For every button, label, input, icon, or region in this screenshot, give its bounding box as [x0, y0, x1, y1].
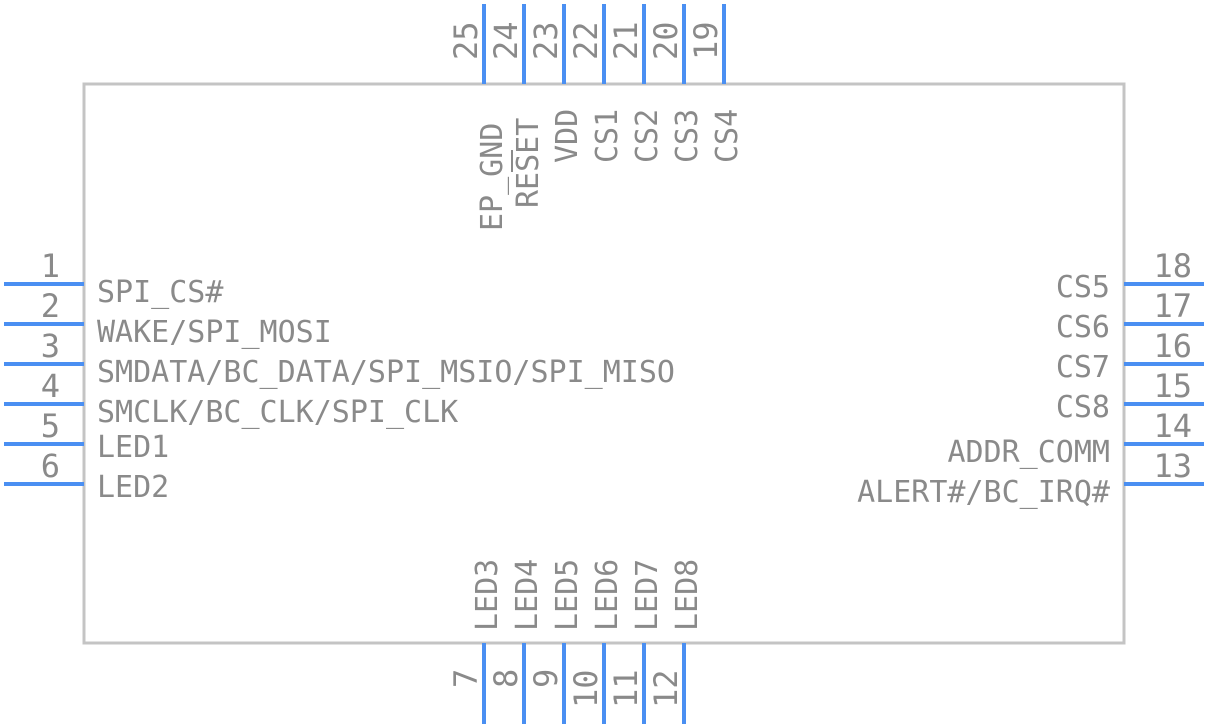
pin-15-number: 15 [1153, 367, 1192, 405]
pin-17-number: 17 [1153, 287, 1192, 325]
pin-15: 15 CS8 [1056, 367, 1204, 425]
pin-18: 18 CS5 [1056, 247, 1204, 305]
pin-24-number: 24 [487, 21, 525, 60]
pin-18-label: CS5 [1056, 270, 1110, 305]
pin-20-label: CS3 [670, 109, 705, 163]
pin-23: 23 VDD [527, 4, 585, 163]
pin-17-label: CS6 [1056, 310, 1110, 345]
bottom-pin-group: 7 LED3 8 LED4 9 LED5 10 LED6 11 LED7 12 … [447, 559, 705, 724]
pin-2: 2 WAKE/SPI_MOSI [4, 287, 332, 350]
pin-8-number: 8 [487, 669, 525, 688]
left-pin-group: 1 SPI_CS# 2 WAKE/SPI_MOSI 3 SMDATA/BC_DA… [4, 247, 675, 505]
pin-16: 16 CS7 [1056, 327, 1204, 385]
pin-23-number: 23 [527, 21, 565, 60]
pin-14-number: 14 [1153, 407, 1192, 445]
pin-6-number: 6 [41, 447, 60, 485]
pin-25: 25 EP_GND [447, 4, 510, 231]
pin-9-label: LED5 [550, 559, 585, 631]
pin-8-label: LED4 [510, 559, 545, 631]
pin-6: 6 LED2 [4, 447, 169, 505]
pin-12-label: LED8 [670, 559, 705, 631]
top-pin-group: 25 EP_GND 24 RESET 23 VDD 22 CS1 21 CS2 … [447, 4, 745, 231]
pin-19-label: CS4 [710, 109, 745, 163]
pin-2-label: WAKE/SPI_MOSI [97, 315, 332, 350]
pin-13-label: ALERT#/BC_IRQ# [857, 475, 1110, 510]
pin-1-label: SPI_CS# [97, 275, 223, 310]
pin-22-number: 22 [567, 21, 605, 60]
pin-10-number: 10 [567, 669, 605, 708]
pin-4: 4 SMCLK/BC_CLK/SPI_CLK [4, 367, 458, 430]
pin-13-number: 13 [1153, 447, 1192, 485]
pin-6-label: LED2 [97, 470, 169, 505]
pin-9-number: 9 [527, 669, 565, 688]
pin-19-number: 19 [687, 21, 725, 60]
pin-23-label: VDD [550, 109, 585, 163]
pin-14-label: ADDR_COMM [947, 435, 1110, 470]
pin-19: 19 CS4 [687, 4, 745, 163]
pin-15-label: CS8 [1056, 390, 1110, 425]
pin-25-number: 25 [447, 21, 485, 60]
pin-1-number: 1 [41, 247, 60, 285]
pin-20-number: 20 [647, 21, 685, 60]
pin-18-number: 18 [1153, 247, 1192, 285]
pin-24-label: RESET [511, 118, 546, 208]
pin-8: 8 LED4 [487, 559, 545, 724]
pin-14: 14 ADDR_COMM [947, 407, 1204, 470]
pin-4-label: SMCLK/BC_CLK/SPI_CLK [97, 395, 458, 430]
right-pin-group: 18 CS5 17 CS6 16 CS7 15 CS8 14 ADDR_COMM… [857, 247, 1204, 510]
pin-24: 24 RESET [487, 4, 546, 208]
pin-11-label: LED7 [630, 559, 665, 631]
pin-3: 3 SMDATA/BC_DATA/SPI_MSIO/SPI_MISO [4, 327, 675, 390]
pin-3-label: SMDATA/BC_DATA/SPI_MSIO/SPI_MISO [97, 355, 675, 390]
pin-13: 13 ALERT#/BC_IRQ# [857, 447, 1204, 510]
pin-10: 10 LED6 [567, 559, 625, 724]
pin-25-label: EP_GND [475, 123, 510, 231]
pin-22: 22 CS1 [567, 4, 625, 163]
pin-9: 9 LED5 [527, 559, 585, 724]
pin-21-label: CS2 [630, 109, 665, 163]
pin-7-label: LED3 [470, 559, 505, 631]
pin-11: 11 LED7 [607, 559, 665, 724]
pin-3-number: 3 [41, 327, 60, 365]
pin-5: 5 LED1 [4, 407, 169, 465]
pin-11-number: 11 [607, 669, 645, 708]
pin-7-number: 7 [447, 669, 485, 688]
pin-21: 21 CS2 [607, 4, 665, 163]
pin-10-label: LED6 [590, 559, 625, 631]
pin-2-number: 2 [41, 287, 60, 325]
pin-5-number: 5 [41, 407, 60, 445]
pin-12: 12 LED8 [647, 559, 705, 724]
pin-1: 1 SPI_CS# [4, 247, 223, 310]
pin-17: 17 CS6 [1056, 287, 1204, 345]
pin-21-number: 21 [607, 21, 645, 60]
pin-16-label: CS7 [1056, 350, 1110, 385]
pin-5-label: LED1 [97, 430, 169, 465]
pin-4-number: 4 [41, 367, 60, 405]
pin-20: 20 CS3 [647, 4, 705, 163]
pin-16-number: 16 [1153, 327, 1192, 365]
pin-22-label: CS1 [590, 109, 625, 163]
pin-12-number: 12 [647, 669, 685, 708]
pin-7: 7 LED3 [447, 559, 505, 724]
